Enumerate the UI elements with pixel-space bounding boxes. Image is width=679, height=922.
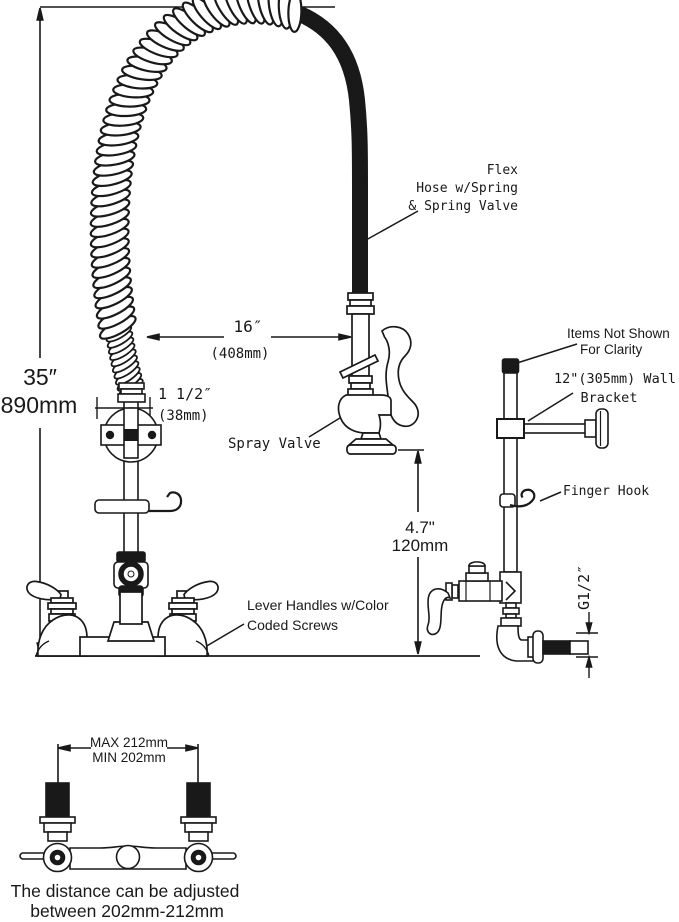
label-items-2: For Clarity <box>580 342 643 357</box>
label-max: MAX 212mm <box>90 735 168 750</box>
label-finger-hook: Finger Hook <box>563 484 649 499</box>
label-height-in: 35″ <box>23 364 57 390</box>
caption-line-2: between 202mm-212mm <box>30 901 224 921</box>
caption-line-1: The distance can be adjusted <box>11 881 240 901</box>
label-offset-in: 1 1/2″ <box>158 385 212 403</box>
label-spout-mm: 120mm <box>392 536 449 555</box>
label-offset-mm: (38mm) <box>158 408 209 424</box>
label-thread: G1/2″ <box>575 565 593 610</box>
leader-lines <box>204 210 578 648</box>
label-flex-3: & Spring Valve <box>408 199 518 214</box>
dimension-35in <box>36 6 335 656</box>
spray-valve-assembly <box>337 292 419 455</box>
label-wall-bracket-1: 12"(305mm) Wall <box>554 371 676 387</box>
label-hose-in: 16″ <box>234 317 263 336</box>
label-items-1: Items Not Shown <box>567 326 670 341</box>
label-spray-valve: Spray Valve <box>228 436 321 452</box>
label-flex-1: Flex <box>487 163 518 178</box>
dimension-g12 <box>576 612 598 678</box>
dimension-4-7in <box>398 449 424 655</box>
label-lever-1: Lever Handles w/Color <box>247 597 389 613</box>
label-flex-2: Hose w/Spring <box>416 181 518 196</box>
addon-faucet-unit <box>426 358 609 664</box>
dimension-16in <box>146 333 352 341</box>
flex-hose-spring-coil <box>89 0 303 398</box>
main-faucet-body <box>26 580 219 657</box>
label-hose-mm: (408mm) <box>210 346 269 362</box>
label-spout-in: 4.7" <box>405 518 435 537</box>
label-min: MIN 202mm <box>92 750 166 765</box>
flex-hose-ribbed <box>296 6 368 293</box>
label-height-mm: 890mm <box>1 392 78 418</box>
adjustable-centers-detail <box>19 744 237 873</box>
label-lever-2: Coded Screws <box>247 617 338 633</box>
label-wall-bracket-2: Bracket <box>581 390 638 406</box>
riser-assembly <box>94 382 183 623</box>
